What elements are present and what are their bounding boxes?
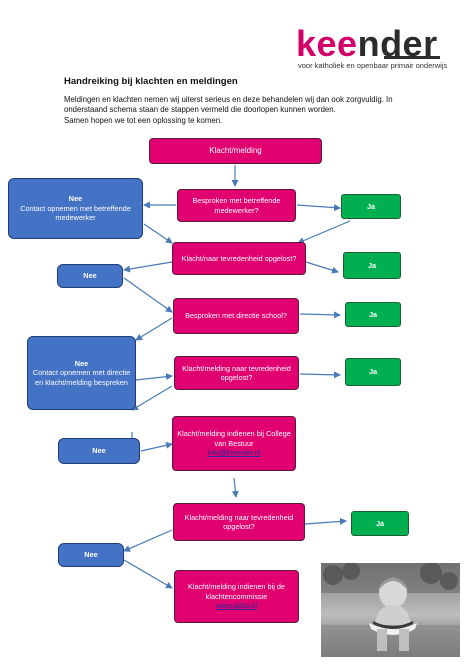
- arrow-step6-to-no: [123, 529, 173, 552]
- start-label: Klacht/melding: [209, 145, 262, 155]
- intro-text: Meldingen en klachten nemen wij uiterst …: [64, 95, 404, 126]
- step1-no-text: Contact opnemen met betreffende medewerk…: [20, 203, 131, 223]
- logo-underline: [384, 56, 440, 59]
- step6-no-label: Nee: [84, 550, 98, 560]
- step5-email-link[interactable]: info@keender.nl: [207, 448, 261, 458]
- step4-label: Klacht/melding naar tevredenheid opgelos…: [182, 363, 291, 382]
- step6-no-box: Nee: [58, 543, 124, 567]
- step4-yes-label: Ja: [368, 367, 378, 377]
- step2-no-box: Nee: [57, 264, 123, 288]
- step1-no-title: Nee: [68, 194, 83, 204]
- step6-label: Klacht/melding naar tevredenheid opgelos…: [184, 512, 294, 531]
- step7-box: Klacht/melding indienen bij de klachtenc…: [174, 570, 299, 623]
- step4-yes-box: Ja: [345, 358, 401, 386]
- arrow-step4-to-step5: [131, 385, 173, 411]
- logo-prefix: kee: [296, 23, 358, 64]
- arrow-no5-to-step7: [123, 559, 173, 589]
- step5-no-label: Nee: [92, 446, 106, 456]
- arrow-step4-to-yes: [299, 371, 341, 379]
- step5-text: Klacht/melding indienen bij College van …: [177, 429, 291, 448]
- step3-box: Besproken met directie school?: [173, 298, 299, 334]
- arrow-step5-to-step6: [231, 477, 239, 498]
- arrow-no4-to-step5: [140, 441, 173, 452]
- arrow-step3-to-yes: [299, 311, 341, 319]
- arrow-step2-to-yes: [305, 261, 339, 274]
- logo-suffix: nder: [357, 23, 438, 64]
- step6-yes-box: Ja: [351, 511, 409, 536]
- intro-paragraph: Meldingen en klachten nemen wij uiterst …: [64, 95, 393, 115]
- step1-yes-label: Ja: [366, 201, 376, 211]
- step2-yes-box: Ja: [343, 252, 401, 279]
- step7-website-link[interactable]: www.gcbo.nl: [216, 601, 257, 611]
- arrow-step3-to-no: [135, 317, 173, 341]
- step4-no-box: Nee Contact opnemen met directie en klac…: [27, 336, 136, 410]
- step1-no-box: Nee Contact opnemen met betreffende mede…: [8, 178, 143, 239]
- keender-logo: keender: [296, 26, 438, 62]
- step7-text: Klacht/melding indienen bij de klachtenc…: [188, 582, 285, 601]
- intro-closing: Samen hopen we tot een oplossing te kome…: [64, 115, 223, 125]
- arrow-step1-to-yes: [296, 204, 341, 212]
- step1-label: Besproken met betreffende medewerker?: [192, 196, 281, 215]
- logo-tagline: voor katholiek en openbaar primair onder…: [298, 61, 448, 70]
- step4-no-title: Nee: [74, 358, 89, 368]
- step3-yes-box: Ja: [345, 302, 401, 327]
- step6-box: Klacht/melding naar tevredenheid opgelos…: [173, 503, 305, 541]
- page-title: Handreiking bij klachten en meldingen: [64, 76, 238, 87]
- step3-label: Besproken met directie school?: [185, 311, 287, 321]
- step5-box: Klacht/melding indienen bij College van …: [172, 416, 296, 471]
- step2-box: Klacht/naar tevredenheid opgelost?: [172, 242, 306, 275]
- step2-label: Klacht/naar tevredenheid opgelost?: [181, 253, 297, 263]
- arrow-no1-to-step2: [143, 223, 173, 244]
- arrow-yes1-to-step2: [297, 220, 351, 244]
- girl-with-watermelon-photo: [321, 563, 460, 657]
- step1-yes-box: Ja: [341, 194, 401, 219]
- arrow-no2-to-step3: [123, 277, 173, 313]
- step4-no-text: Contact opnemen met directie en klacht/m…: [32, 368, 131, 387]
- step3-yes-label: Ja: [368, 309, 378, 319]
- step2-no-label: Nee: [83, 271, 97, 281]
- step4-box: Klacht/melding naar tevredenheid opgelos…: [174, 356, 299, 390]
- step1-box: Besproken met betreffende medewerker?: [177, 189, 296, 222]
- start-box: Klacht/melding: [149, 138, 322, 164]
- arrow-step6-to-yes: [304, 517, 347, 525]
- photo-illustration: [321, 563, 460, 657]
- step6-yes-label: Ja: [375, 518, 385, 528]
- arrow-step2-to-no: [123, 261, 173, 273]
- arrow-no3-to-step4: [135, 373, 173, 381]
- step2-yes-label: Ja: [367, 260, 377, 270]
- step5-no-box: Nee: [58, 438, 140, 464]
